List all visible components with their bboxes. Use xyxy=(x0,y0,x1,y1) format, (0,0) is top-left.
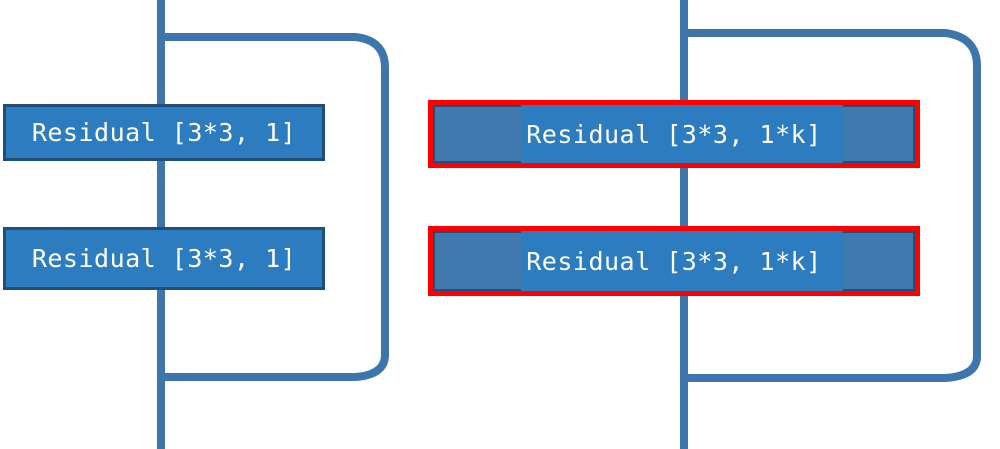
skip-branch-bottom xyxy=(161,350,389,381)
baseline-residual-stack: Residual [3*3, 1] Residual [3*3, 1] xyxy=(0,0,420,449)
residual-block[interactable]: Residual [3*3, 1] xyxy=(3,104,325,161)
residual-block-label: Residual [3*3, 1] xyxy=(31,118,297,147)
skip-connection-wires-left xyxy=(157,0,389,449)
residual-block-highlighted[interactable]: Residual [3*3, 1*k] xyxy=(428,226,920,296)
widened-residual-stack: Residual [3*3, 1*k] Residual [3*3, 1*k] xyxy=(420,0,1000,449)
residual-block-label: Residual [3*3, 1*k] xyxy=(526,246,822,276)
residual-block-label: Residual [3*3, 1*k] xyxy=(526,119,822,149)
skip-connection-wires-right xyxy=(680,0,981,449)
skip-branch-bottom xyxy=(684,350,981,382)
residual-block-label: Residual [3*3, 1] xyxy=(31,244,297,273)
residual-block-highlighted[interactable]: Residual [3*3, 1*k] xyxy=(428,100,920,168)
residual-block[interactable]: Residual [3*3, 1] xyxy=(3,227,325,290)
skip-branch-top xyxy=(684,29,981,350)
skip-branch-top xyxy=(161,33,389,350)
